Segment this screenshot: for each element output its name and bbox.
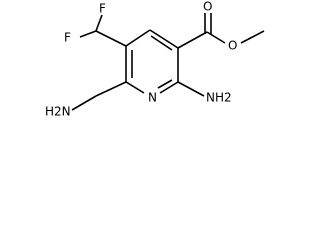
- bond-c2-carbonyl: [177, 31, 208, 49]
- ring-bond-c3-c2-inner: [150, 35, 173, 51]
- atom-label-fluorine-top: F: [99, 2, 106, 16]
- atom-label-ester-oxygen: O: [228, 39, 237, 53]
- atom-label-carbonyl-oxygen: O: [203, 0, 212, 14]
- atom-label-aminomethyl-group: H2N: [45, 105, 71, 119]
- bond-carbonyl-ester-oxygen: [206, 31, 226, 44]
- bond-c6-methylene: [95, 81, 127, 97]
- bond-ester-oxygen-methyl: [240, 30, 265, 44]
- bond-methylene-amino: [71, 95, 97, 111]
- ring-bond-c4-c3: [125, 29, 151, 47]
- ring-bond-c3-c2: [149, 29, 179, 49]
- atom-label-ring-nitrogen: N: [148, 91, 157, 105]
- atom-label-amino-group: NH2: [206, 91, 232, 105]
- ring-bond-c1-n-inner: [157, 79, 173, 89]
- ring-bond-n-c6: [125, 81, 145, 94]
- atom-label-fluorine-left: F: [64, 31, 71, 45]
- ring-bond-c1-n: [159, 81, 179, 94]
- bond-chf2-f-top: [95, 14, 103, 32]
- bond-chf2-f-left: [79, 30, 97, 38]
- chemical-structure-diagram: F F O O N H2N NH2: [45, 0, 265, 119]
- bond-c5-chf2: [95, 30, 127, 47]
- bond-c1-amino: [177, 81, 205, 97]
